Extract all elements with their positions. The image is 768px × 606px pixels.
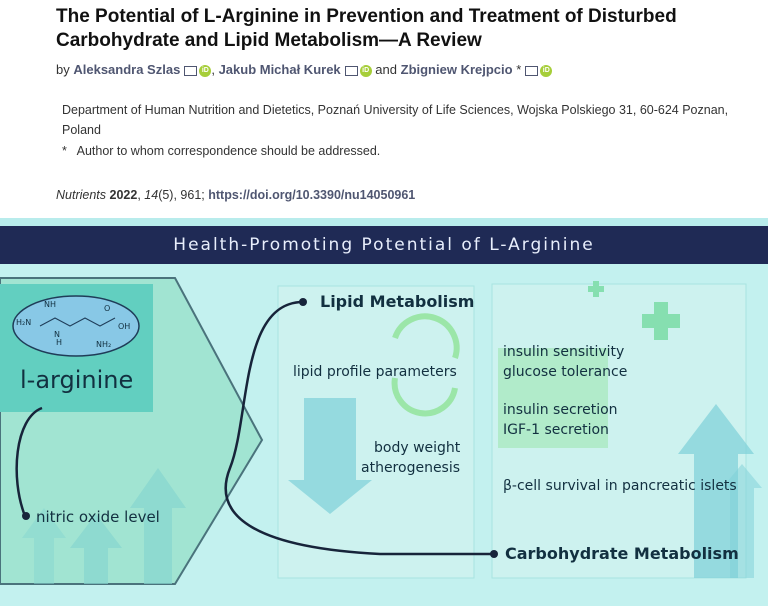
doi-link[interactable]: https://doi.org/10.3390/nu14050961 (208, 188, 416, 202)
orcid-icon[interactable]: iD (540, 64, 553, 77)
journal-name: Nutrients (56, 188, 107, 202)
carb-item-1b: glucose tolerance (503, 364, 628, 380)
corresponding-mark: * (516, 62, 522, 77)
author-link-krejpcio[interactable]: Zbigniew Krejpcio (400, 62, 513, 77)
carb-item-3: β-cell survival in pancreatic islets (503, 478, 737, 494)
author-link-kurek[interactable]: Jakub Michał Kurek (218, 62, 341, 77)
mail-icon[interactable] (184, 65, 198, 76)
carb-item-2a: insulin secretion (503, 402, 618, 418)
carb-item-2b: IGF-1 secretion (503, 422, 609, 438)
carb-item-1a: insulin sensitivity (503, 344, 625, 360)
molecule-label: l-arginine (20, 366, 134, 394)
author-separator: , (211, 62, 215, 77)
author-link-szlas[interactable]: Aleksandra Szlas (73, 62, 181, 77)
chem-nh: NH (44, 300, 56, 309)
mail-icon[interactable] (525, 65, 539, 76)
citation-issue: (5), 961; (158, 188, 205, 202)
lipid-item-2a: body weight (374, 440, 461, 456)
chem-n: N (54, 330, 60, 339)
citation: Nutrients 2022, 14(5), 961; https://doi.… (56, 188, 416, 202)
chem-h2n: H₂N (16, 318, 32, 327)
chem-h: H (56, 338, 63, 347)
chem-nh2: NH₂ (96, 340, 112, 349)
lipid-title: Lipid Metabolism (320, 292, 475, 311)
by-label: by (56, 62, 70, 77)
carb-title: Carbohydrate Metabolism (505, 544, 739, 563)
lipid-item-2b: atherogenesis (361, 460, 461, 476)
mail-icon[interactable] (344, 65, 358, 76)
lipid-item-1: lipid profile parameters (293, 364, 457, 380)
affiliation: Department of Human Nutrition and Dietet… (62, 103, 729, 137)
correspondence-note: * Author to whom correspondence should b… (62, 144, 380, 158)
graphic-artwork (0, 264, 768, 606)
article-title: The Potential of L-Arginine in Preventio… (56, 6, 677, 51)
correspondence-text: Author to whom correspondence should be … (76, 144, 381, 158)
correspondence-mark: * (62, 144, 67, 158)
graphic-banner: Health-Promoting Potential of L-Arginine (0, 226, 768, 264)
and-label: and (375, 62, 397, 77)
citation-volume: 14 (144, 188, 159, 202)
orcid-icon[interactable]: iD (359, 64, 372, 77)
orcid-icon[interactable]: iD (199, 64, 212, 77)
author-line: by Aleksandra Szlas iD, Jakub Michał Kure… (56, 62, 553, 77)
chem-oh: OH (118, 322, 131, 331)
graphical-abstract: Health-Promoting Potential of L-Arginine (0, 218, 768, 606)
chem-o: O (104, 304, 111, 313)
nitric-oxide-label: nitric oxide level (36, 508, 160, 526)
citation-year: 2022 (109, 188, 138, 202)
